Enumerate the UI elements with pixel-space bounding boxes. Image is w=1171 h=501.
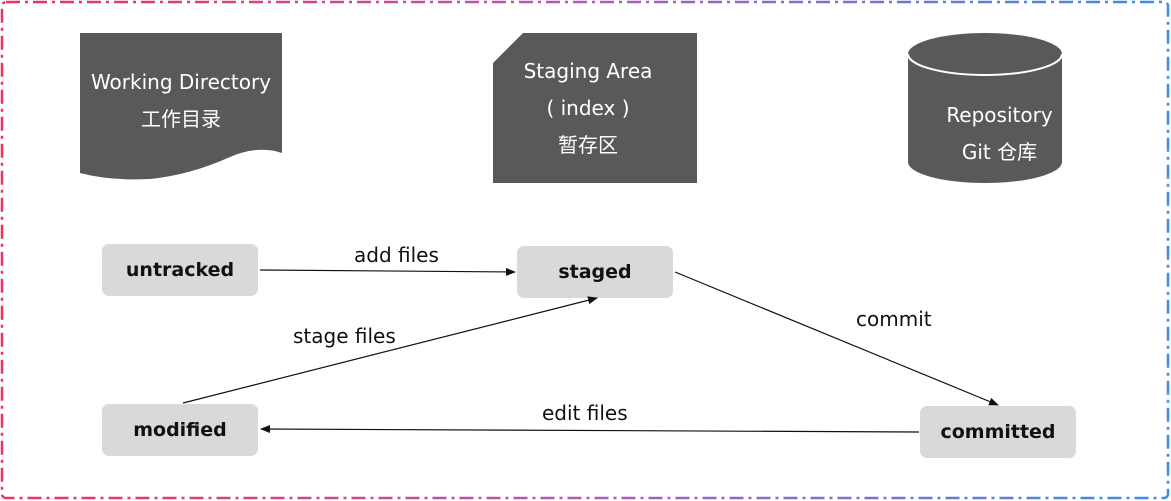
repository-title: Repository	[946, 103, 1053, 127]
label-commit: commit	[856, 307, 932, 331]
staging-area-shape	[493, 33, 697, 183]
label-add-files: add files	[354, 243, 439, 267]
working-directory-title: Working Directory	[90, 70, 272, 94]
working-directory-label: Working Directory 工作目录	[80, 64, 282, 138]
repository-label: Repository Git 仓库	[907, 97, 1092, 171]
state-untracked: untracked	[102, 244, 258, 296]
staging-area-index: ( index )	[546, 96, 630, 120]
staging-area-label: Staging Area ( index ) 暂存区	[493, 53, 683, 164]
arrow-edit-files	[260, 425, 920, 434]
working-directory-shape	[80, 33, 282, 180]
state-modified: modified	[102, 404, 258, 456]
label-edit-files: edit files	[542, 401, 628, 425]
arrow-add-files	[259, 267, 516, 276]
arrow-commit	[674, 271, 999, 406]
repository-cylinder	[907, 33, 1063, 183]
staging-area-subtitle: 暂存区	[558, 133, 618, 157]
state-committed: committed	[920, 406, 1076, 458]
label-stage-files: stage files	[293, 324, 396, 348]
working-directory-subtitle: 工作目录	[141, 107, 221, 131]
arrow-stage-files	[182, 296, 598, 404]
staging-area-title: Staging Area	[523, 59, 653, 83]
state-staged: staged	[517, 246, 673, 298]
repository-subtitle: Git 仓库	[961, 140, 1038, 164]
